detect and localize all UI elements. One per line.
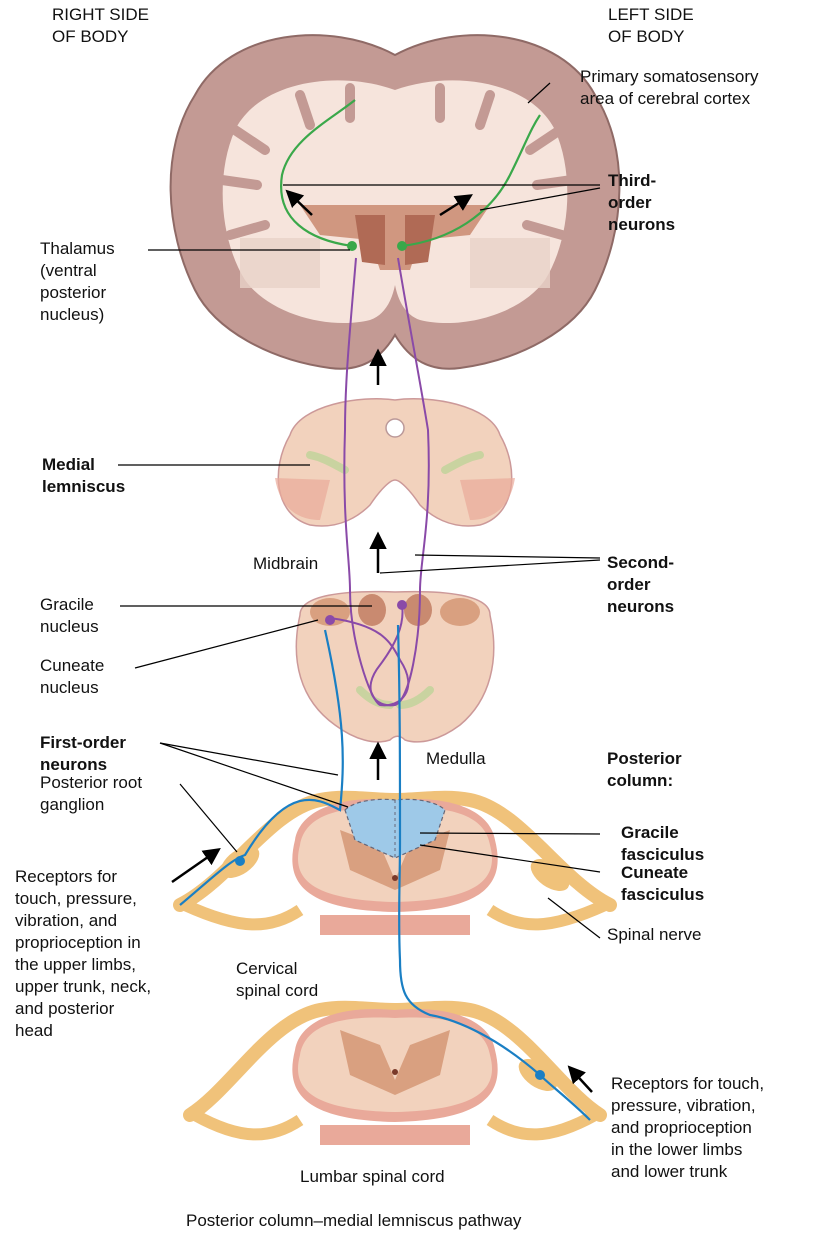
midbrain-section xyxy=(275,399,515,526)
posterior-column-line-2: column: xyxy=(607,770,682,792)
primary-somatosensory-line-2: area of cerebral cortex xyxy=(580,88,759,110)
cervical-cord-line-2: spinal cord xyxy=(236,980,318,1002)
gracile-fasciculus-line-1: Gracile xyxy=(621,822,704,844)
cuneate-fasciculus-line-1: Cuneate xyxy=(621,862,704,884)
lumbar-cord-label: Lumbar spinal cord xyxy=(300,1166,445,1188)
second-order-line-1: Second- xyxy=(607,552,674,574)
posterior-column-line-1: Posterior xyxy=(607,748,682,770)
receptors-upper-line-7: and posterior xyxy=(15,998,151,1020)
medial-lemniscus-label: Medial lemniscus xyxy=(42,454,125,498)
primary-somatosensory-line-1: Primary somatosensory xyxy=(580,66,759,88)
medial-lemniscus-line-2: lemniscus xyxy=(42,476,125,498)
receptors-lower-line-3: and proprioception xyxy=(611,1117,764,1139)
spinal-nerve-label: Spinal nerve xyxy=(607,924,702,946)
second-order-line-2: order xyxy=(607,574,674,596)
second-order-label: Second- order neurons xyxy=(607,552,674,618)
receptors-upper-line-6: upper trunk, neck, xyxy=(15,976,151,998)
medulla-label: Medulla xyxy=(426,748,486,770)
thalamus-line-2: (ventral xyxy=(40,260,115,282)
thalamus-line-3: posterior xyxy=(40,282,115,304)
receptors-upper-line-1: Receptors for xyxy=(15,866,151,888)
receptors-upper-line-4: proprioception in xyxy=(15,932,151,954)
receptors-upper-line-3: vibration, and xyxy=(15,910,151,932)
posterior-root-ganglion-label: Posterior root ganglion xyxy=(40,772,142,816)
cuneate-nucleus-label: Cuneate nucleus xyxy=(40,655,104,699)
receptors-lower-line-1: Receptors for touch, xyxy=(611,1073,764,1095)
receptors-lower-line-2: pressure, vibration, xyxy=(611,1095,764,1117)
second-order-line-3: neurons xyxy=(607,596,674,618)
thalamus-line-4: nucleus) xyxy=(40,304,115,326)
gracile-nucleus-line-2: nucleus xyxy=(40,616,99,638)
gracile-nucleus-line-1: Gracile xyxy=(40,594,99,616)
first-order-line-1: First-order xyxy=(40,732,126,754)
third-order-line-3: neurons xyxy=(608,214,675,236)
gracile-neuron xyxy=(397,600,407,610)
receptors-upper-line-2: touch, pressure, xyxy=(15,888,151,910)
receptors-lower-line-4: in the lower limbs xyxy=(611,1139,764,1161)
third-order-line-2: order xyxy=(608,192,675,214)
receptors-upper-line-5: the upper limbs, xyxy=(15,954,151,976)
thalamus-label: Thalamus (ventral posterior nucleus) xyxy=(40,238,115,326)
cervical-cord-line-1: Cervical xyxy=(236,958,318,980)
primary-somatosensory-label: Primary somatosensory area of cerebral c… xyxy=(580,66,759,110)
left-side-line-2: OF BODY xyxy=(608,26,694,48)
cuneate-fasciculus-label: Cuneate fasciculus xyxy=(621,862,704,906)
receptors-lower-line-5: and lower trunk xyxy=(611,1161,764,1183)
cervical-ganglion-cell xyxy=(235,856,245,866)
cuneate-nucleus-line-1: Cuneate xyxy=(40,655,104,677)
cervical-cord-label: Cervical spinal cord xyxy=(236,958,318,1002)
right-side-line-2: OF BODY xyxy=(52,26,149,48)
posterior-column-label: Posterior column: xyxy=(607,748,682,792)
receptors-upper-label: Receptors for touch, pressure, vibration… xyxy=(15,866,151,1042)
third-order-line-1: Third- xyxy=(608,170,675,192)
receptors-lower-label: Receptors for touch, pressure, vibration… xyxy=(611,1073,764,1183)
posterior-root-ganglion-line-1: Posterior root xyxy=(40,772,142,794)
midbrain-label: Midbrain xyxy=(253,553,318,575)
thalamus-neuron-left xyxy=(397,241,407,251)
cuneate-neuron xyxy=(325,615,335,625)
gracile-nucleus-label: Gracile nucleus xyxy=(40,594,99,638)
figure-caption: Posterior column–medial lemniscus pathwa… xyxy=(186,1210,521,1232)
right-side-line-1: RIGHT SIDE xyxy=(52,4,149,26)
medulla-section xyxy=(296,592,493,742)
gracile-fasciculus-label: Gracile fasciculus xyxy=(621,822,704,866)
first-order-label: First-order neurons xyxy=(40,732,126,776)
medial-lemniscus-line-1: Medial xyxy=(42,454,125,476)
cerebrum-section xyxy=(171,35,620,369)
cervical-cord-section xyxy=(180,798,610,935)
left-side-line-1: LEFT SIDE xyxy=(608,4,694,26)
third-order-label: Third- order neurons xyxy=(608,170,675,236)
right-side-label: RIGHT SIDE OF BODY xyxy=(52,4,149,48)
receptors-upper-line-8: head xyxy=(15,1020,151,1042)
cuneate-nucleus-line-2: nucleus xyxy=(40,677,104,699)
cuneate-fasciculus-line-2: fasciculus xyxy=(621,884,704,906)
lumbar-ganglion-cell xyxy=(535,1070,545,1080)
thalamus-line-1: Thalamus xyxy=(40,238,115,260)
left-side-label: LEFT SIDE OF BODY xyxy=(608,4,694,48)
posterior-root-ganglion-line-2: ganglion xyxy=(40,794,142,816)
